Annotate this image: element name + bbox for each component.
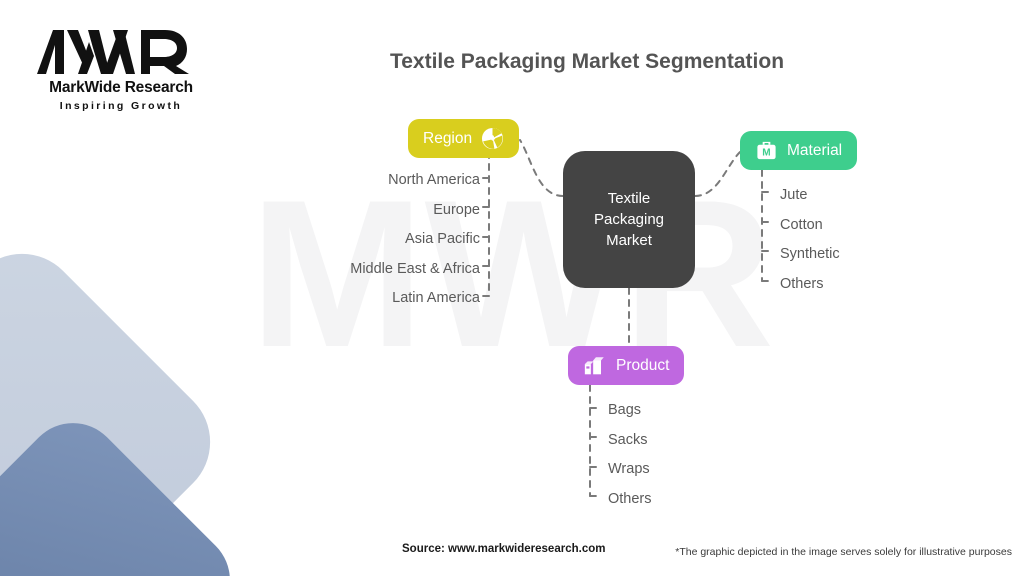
- leaf-item[interactable]: Wraps: [608, 461, 650, 477]
- branch-label-material: Material: [787, 141, 843, 159]
- connector-center-region: [519, 139, 564, 197]
- leaf-item[interactable]: Europe: [433, 201, 480, 218]
- branch-label-product: Product: [616, 356, 670, 374]
- branch-badge-material[interactable]: M Material: [740, 131, 858, 170]
- brand-name: MarkWide Research: [49, 79, 193, 96]
- leaf-item[interactable]: Jute: [780, 187, 808, 203]
- background-watermark: MWR: [250, 178, 775, 378]
- leaf-item[interactable]: Sacks: [608, 431, 648, 448]
- svg-text:M: M: [762, 147, 770, 158]
- globe-icon: [481, 127, 504, 150]
- branch-badge-product[interactable]: Product: [568, 346, 685, 385]
- leaf-item[interactable]: Others: [780, 275, 824, 292]
- leaf-item[interactable]: North America: [388, 172, 480, 188]
- leaf-item[interactable]: Cotton: [780, 216, 823, 233]
- page-title: Textile Packaging Market Segmentation: [389, 50, 785, 73]
- material-box-icon: M: [755, 139, 778, 162]
- leaf-list-product: Bags Sacks Wraps Others: [608, 396, 652, 514]
- leaf-item[interactable]: Middle East & Africa: [350, 260, 480, 277]
- connector-center-material: [694, 151, 741, 197]
- disclaimer-text: *The graphic depicted in the image serve…: [675, 546, 1012, 558]
- source-text[interactable]: Source: www.markwideresearch.com: [402, 543, 606, 555]
- center-node-label: Textile Packaging Market: [593, 190, 665, 249]
- carton-package-icon: [583, 354, 607, 378]
- branch-badge-region[interactable]: Region: [408, 119, 520, 158]
- brand-logo: MarkWide Research Inspiring Growth: [31, 26, 211, 112]
- leaf-list-material: Jute Cotton Synthetic Others: [780, 181, 840, 299]
- leaf-item[interactable]: Synthetic: [780, 246, 840, 262]
- center-node[interactable]: Textile Packaging Market: [563, 151, 695, 288]
- leaf-item[interactable]: Asia Pacific: [405, 231, 480, 247]
- brand-tagline: Inspiring Growth: [59, 100, 183, 112]
- branch-label-region: Region: [423, 129, 473, 147]
- leaf-item[interactable]: Others: [608, 490, 652, 507]
- mwr-logo-icon: [37, 30, 189, 74]
- leaf-item[interactable]: Latin America: [392, 290, 480, 306]
- leaf-item[interactable]: Bags: [608, 402, 642, 418]
- leaf-list-region: North America Europe Asia Pacific Middle…: [200, 166, 480, 314]
